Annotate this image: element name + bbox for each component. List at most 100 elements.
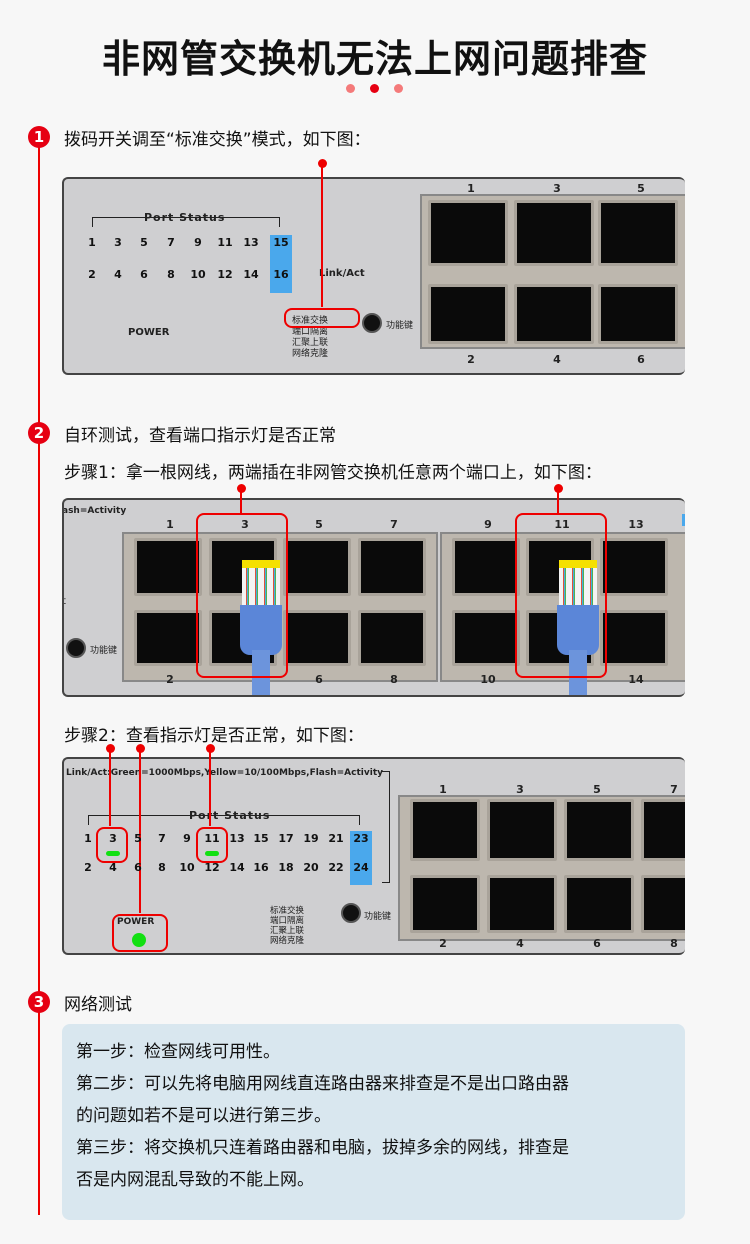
port-number: 3 xyxy=(553,182,561,195)
port-11-led-green xyxy=(205,851,219,856)
step-badge-1: 1 xyxy=(28,126,50,148)
port-led-number: 22 xyxy=(328,861,344,874)
port-led-number: 4 xyxy=(109,861,117,874)
port-led-number: 11 xyxy=(204,832,220,845)
highlight-standard-switch xyxy=(284,308,360,328)
step-badge-2: 2 xyxy=(28,422,50,444)
rj45-port xyxy=(428,200,508,266)
pointer-line xyxy=(109,748,111,826)
port-led-number: 12 xyxy=(217,268,233,281)
port-led-number: 23 xyxy=(353,832,369,845)
function-button[interactable] xyxy=(66,638,86,658)
port-number: 7 xyxy=(390,518,398,531)
bracket xyxy=(382,771,390,883)
step-line: 的问题如若不是可以进行第三步。 xyxy=(76,1106,331,1126)
rj45-port xyxy=(514,200,594,266)
port-number: 10 xyxy=(480,673,496,686)
rj45-port xyxy=(428,284,508,344)
port-number: 9 xyxy=(484,518,492,531)
port-number: 14 xyxy=(628,673,644,686)
section-1-heading: 拨码开关调至“标准交换”模式，如下图： xyxy=(64,130,371,150)
port-number: 6 xyxy=(315,673,323,686)
rj45-port xyxy=(564,875,634,933)
rj45-port xyxy=(410,875,480,933)
port-led-number: 8 xyxy=(158,861,166,874)
rj45-port xyxy=(358,538,426,596)
rj45-port xyxy=(564,799,634,861)
rj45-port xyxy=(452,610,520,666)
port-led-number: 1 xyxy=(88,236,96,249)
pointer-line xyxy=(240,488,242,513)
dip-mode-label: 标准交换 xyxy=(270,906,305,916)
rj45-port xyxy=(452,538,520,596)
port-led-number: 15 xyxy=(273,236,289,249)
speed-legend: Link/Act:Green=1000Mbps,Yellow=10/100Mbp… xyxy=(66,768,383,778)
rj45-plug xyxy=(242,560,280,605)
highlight-port-11 xyxy=(515,513,607,678)
decor-dot xyxy=(370,84,379,93)
port-3-led-green xyxy=(106,851,120,856)
step-line: 第三步：将交换机只连着路由器和电脑，拔掉多余的网线，排查是 xyxy=(76,1138,569,1158)
port-led-number: 13 xyxy=(243,236,259,249)
bracket xyxy=(92,217,280,227)
port-led-number: 6 xyxy=(140,268,148,281)
port-number: 2 xyxy=(166,673,174,686)
port-led-number: 9 xyxy=(183,832,191,845)
pointer-line xyxy=(139,748,141,913)
timeline-line xyxy=(38,137,40,1215)
step-line: 第二步：可以先将电脑用网线直连路由器来排查是不是出口路由器 xyxy=(76,1074,569,1094)
function-key-label: 功能键 xyxy=(386,321,414,331)
port-led-number: 15 xyxy=(253,832,269,845)
port-led-number: 13 xyxy=(229,832,245,845)
port-led-number: 18 xyxy=(278,861,294,874)
port-number: 3 xyxy=(516,783,524,796)
switch-panel-indicators: Link/Act:Green=1000Mbps,Yellow=10/100Mbp… xyxy=(62,757,685,955)
port-led-number: 11 xyxy=(217,236,233,249)
legend-fragment: ash=Activity xyxy=(62,506,127,516)
port-led-number: 2 xyxy=(84,861,92,874)
port-led-number: 5 xyxy=(140,236,148,249)
port-number: 1 xyxy=(467,182,475,195)
dip-mode-label: 网络克隆 xyxy=(292,349,329,359)
dip-mode-label: 端口隔离 xyxy=(292,327,329,337)
function-button[interactable] xyxy=(341,903,361,923)
port-led-number: 10 xyxy=(179,861,195,874)
link-act-indicator xyxy=(682,514,685,526)
port-led-number: 17 xyxy=(278,832,294,845)
rj45-port xyxy=(487,799,557,861)
rj45-plug xyxy=(559,560,597,605)
power-led-green xyxy=(132,933,146,947)
port-number: 5 xyxy=(637,182,645,195)
rj45-port xyxy=(641,799,685,861)
port-led-number: 7 xyxy=(158,832,166,845)
port-led-number: 8 xyxy=(167,268,175,281)
port-number: 2 xyxy=(467,353,475,366)
port-number: 4 xyxy=(553,353,561,366)
dip-mode-label: 汇聚上联 xyxy=(292,338,329,348)
port-led-number: 14 xyxy=(243,268,259,281)
pointer-line xyxy=(321,163,323,307)
port-number: 8 xyxy=(390,673,398,686)
port-led-number: 10 xyxy=(190,268,206,281)
dip-mode-label: 汇聚上联 xyxy=(270,926,305,936)
rj45-port xyxy=(487,875,557,933)
port-led-number: 20 xyxy=(303,861,319,874)
power-label: POWER xyxy=(128,327,170,338)
port-number: 13 xyxy=(628,518,644,531)
rj45-port xyxy=(283,538,351,596)
port-led-number: 12 xyxy=(204,861,220,874)
function-button[interactable] xyxy=(362,313,382,333)
section-3-heading: 网络测试 xyxy=(64,995,132,1015)
rj45-port xyxy=(410,799,480,861)
side-label-fragment: t xyxy=(62,596,66,607)
port-led-number: 5 xyxy=(134,832,142,845)
port-number: 1 xyxy=(439,783,447,796)
function-key-label: 功能键 xyxy=(90,646,118,656)
port-number: 5 xyxy=(315,518,323,531)
port-number: 8 xyxy=(670,937,678,950)
port-number: 7 xyxy=(670,783,678,796)
port-led-number: 14 xyxy=(229,861,245,874)
port-number: 1 xyxy=(166,518,174,531)
